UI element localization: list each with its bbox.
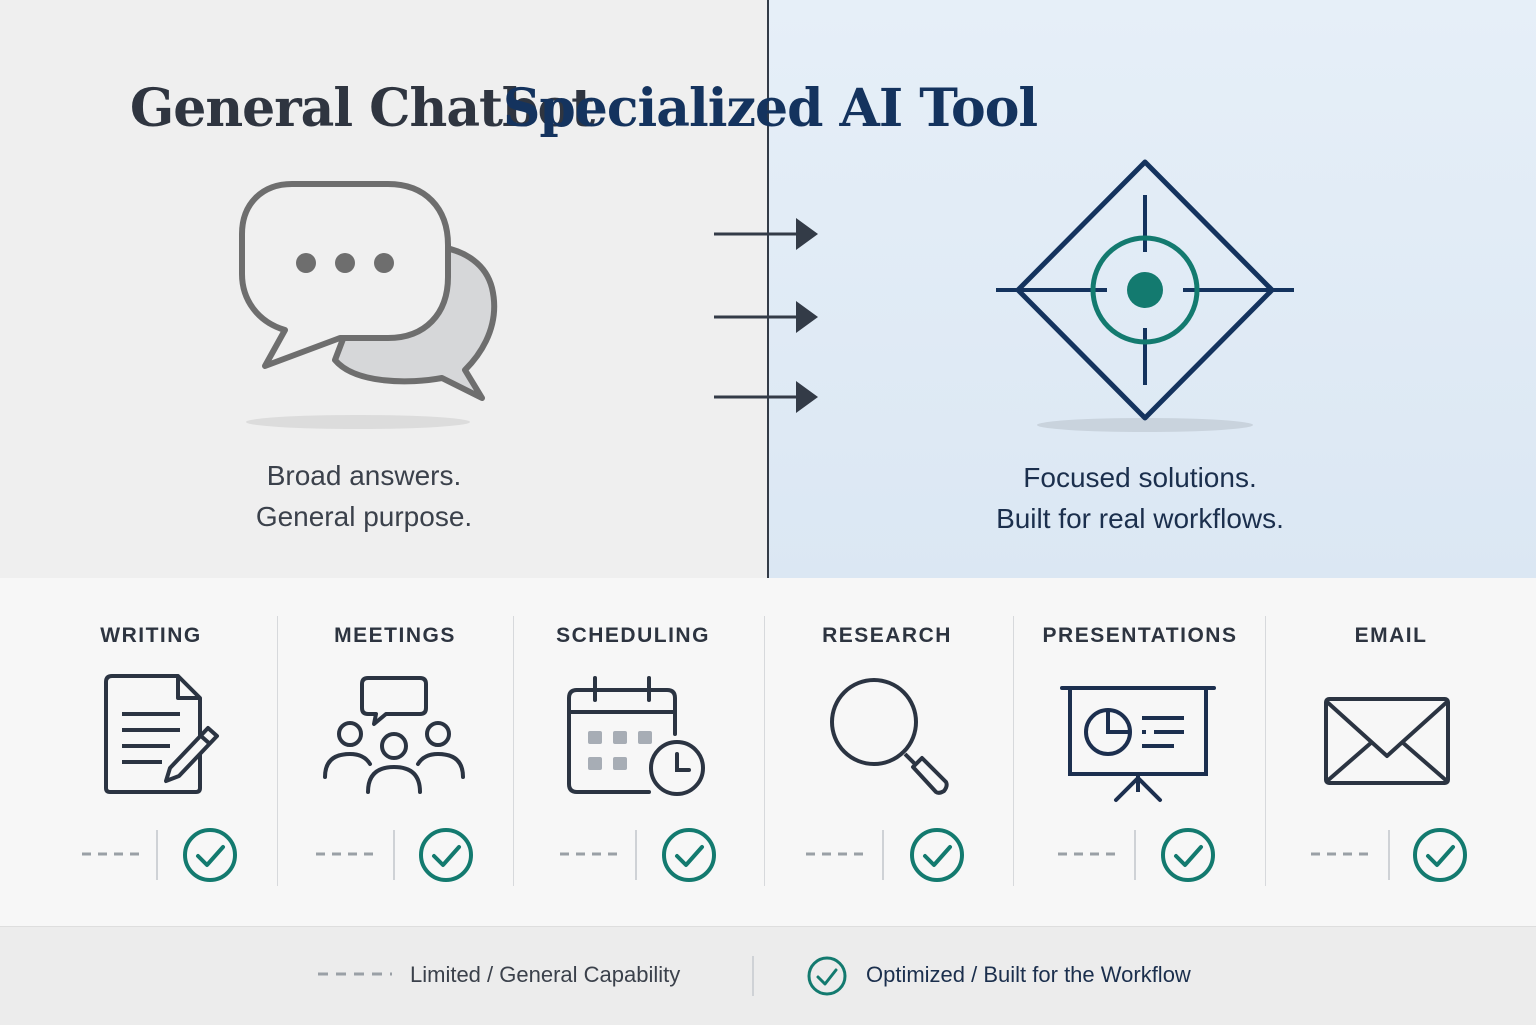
optimized-check-icon [419, 828, 473, 882]
legend-bar [0, 926, 1536, 1025]
category-comparison-grid [0, 578, 1536, 926]
capability-row [82, 828, 1467, 882]
arrows-group [714, 218, 818, 413]
category-label-scheduling: SCHEDULING [556, 624, 710, 647]
envelope-icon [1324, 697, 1450, 785]
category-label-research: RESEARCH [822, 624, 952, 647]
legend-optimized-label: Optimized / Built for the Workflow [866, 962, 1191, 987]
caption-line: Focused solutions. [1023, 462, 1257, 493]
category-label-writing: WRITING [100, 624, 202, 647]
calendar-clock-icon [567, 676, 705, 796]
panel-divider [767, 0, 769, 578]
column-separator [513, 616, 514, 886]
column-separator [764, 616, 765, 886]
column-separator [277, 616, 278, 886]
category-label-email: EMAIL [1354, 624, 1428, 647]
optimized-check-icon [183, 828, 237, 882]
category-label-meetings: MEETINGS [334, 624, 456, 647]
optimized-check-icon [1161, 828, 1215, 882]
chat-bubbles-icon [239, 181, 497, 429]
target-diamond-icon [996, 159, 1294, 432]
caption-line: Built for real workflows. [996, 503, 1284, 534]
general-chatbot-title: General Chatbot [129, 78, 595, 139]
caption-line: Broad answers. [266, 460, 462, 491]
magnifier-icon [830, 678, 949, 795]
column-separator [1265, 616, 1266, 886]
arrow-right-icon [714, 218, 818, 250]
legend-separator [752, 956, 754, 996]
legend-check-icon [807, 956, 847, 996]
presentation-board-icon [1060, 686, 1216, 802]
specialized-tool-title: Specialized AI Tool [502, 78, 1038, 139]
arrow-right-icon [714, 381, 818, 413]
document-pen-icon [104, 674, 219, 794]
legend-dash-icon [318, 972, 392, 976]
optimized-check-icon [1413, 828, 1467, 882]
specialized-tool-caption: Focused solutions. Built for real workfl… [840, 457, 1440, 539]
category-label-presentations: PRESENTATIONS [1042, 624, 1238, 647]
people-meeting-icon [323, 676, 465, 794]
caption-line: General purpose. [255, 501, 473, 532]
arrow-right-icon [714, 301, 818, 333]
general-chatbot-caption: Broad answers. General purpose. [64, 455, 664, 537]
column-separator [1013, 616, 1014, 886]
optimized-check-icon [662, 828, 716, 882]
legend-limited-label: Limited / General Capability [410, 962, 681, 987]
optimized-check-icon [910, 828, 964, 882]
